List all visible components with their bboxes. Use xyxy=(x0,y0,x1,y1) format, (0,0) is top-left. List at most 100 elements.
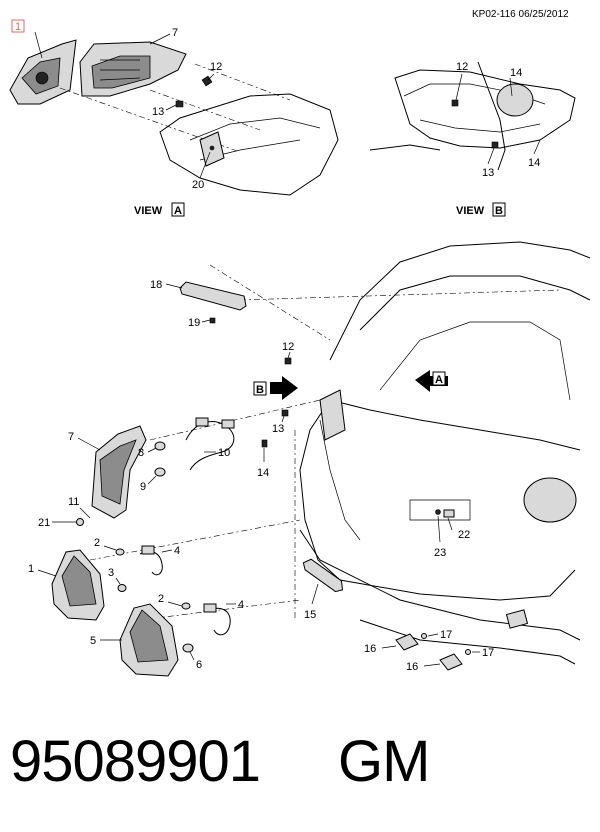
leader-20 xyxy=(199,151,211,179)
view-a-wiring xyxy=(99,59,141,81)
license-plate-recess xyxy=(409,499,471,521)
leader-1 xyxy=(34,31,43,59)
part-14-clip xyxy=(261,439,268,448)
view-b-nut-12 xyxy=(451,99,459,107)
part-4-harness-b xyxy=(205,608,231,636)
callout-13-top: 13 xyxy=(152,106,164,118)
part-4-connector-b xyxy=(203,603,217,613)
view-a-illustration xyxy=(9,31,339,196)
view-b-nut-13 xyxy=(491,141,499,149)
leader-23 xyxy=(437,515,441,543)
callout-14-b-top: 14 xyxy=(510,67,522,79)
callout-17-b: 17 xyxy=(482,647,494,659)
leader-7-top xyxy=(149,33,171,45)
part-17-screw-a xyxy=(421,633,427,639)
view-b-bulb-socket xyxy=(496,83,534,117)
part-2-bulb-a xyxy=(115,548,125,556)
part-2-bulb-b xyxy=(181,602,191,610)
part-10-connector-2 xyxy=(221,419,235,429)
part-8-bulb xyxy=(154,441,166,451)
dash-lower-2 xyxy=(139,599,301,621)
callout-7-top: 7 xyxy=(172,27,178,39)
view-b-lamp-body xyxy=(394,69,576,149)
callout-a-letter: A xyxy=(435,374,443,386)
callout-21: 21 xyxy=(38,517,50,529)
callout-9: 9 xyxy=(140,481,146,493)
part-16-lamp-a xyxy=(395,633,419,651)
callout-22: 22 xyxy=(458,529,470,541)
part-4-connector-a xyxy=(141,545,155,555)
leader-3 xyxy=(115,577,121,585)
vehicle-side-contour xyxy=(319,419,361,541)
leader-15 xyxy=(311,583,319,605)
part-23-screw xyxy=(435,509,441,515)
callout-b-letter: B xyxy=(256,384,264,396)
callout-b-box xyxy=(253,381,267,396)
view-a-body-panel xyxy=(159,93,339,196)
leader-22 xyxy=(447,517,453,531)
leader-7-mid xyxy=(77,437,101,451)
callout-7-mid: 7 xyxy=(68,431,74,443)
leader-11 xyxy=(79,507,91,519)
dash-18-line-2 xyxy=(209,264,331,341)
leader-8 xyxy=(147,447,157,453)
view-b-illustration xyxy=(369,61,576,171)
part-22-switch xyxy=(443,509,455,518)
leader-13-b xyxy=(487,147,495,165)
vehicle-roof-line xyxy=(329,241,591,361)
callout-1: 1 xyxy=(28,563,34,575)
callout-12-b: 12 xyxy=(456,61,468,73)
view-a-letter-box xyxy=(171,202,185,217)
callout-12-top: 12 xyxy=(210,61,222,73)
leader-19 xyxy=(201,319,211,323)
part-18-stop-lamp xyxy=(179,281,247,311)
callout-13-b: 13 xyxy=(482,167,494,179)
leader-16-a xyxy=(381,645,397,649)
vehicle-rear-valance xyxy=(359,619,576,665)
callout-14-b-bot: 14 xyxy=(528,157,540,169)
arrow-a-icon xyxy=(415,370,448,392)
leader-18 xyxy=(165,283,183,289)
leader-16-b xyxy=(423,663,441,667)
callout-5: 5 xyxy=(90,635,96,647)
callout-box-1 xyxy=(11,19,25,33)
leader-9 xyxy=(147,475,157,485)
leader-12-top xyxy=(207,73,215,81)
part-9-bulb xyxy=(154,467,166,477)
view-b-letter: B xyxy=(495,205,503,217)
leader-13-mid xyxy=(281,415,285,423)
callout-13-mid: 13 xyxy=(272,423,284,435)
callout-14-mid: 14 xyxy=(257,467,269,479)
vehicle-tailgate-top xyxy=(299,399,581,471)
callout-8: 8 xyxy=(138,447,144,459)
leader-14-b-top xyxy=(509,77,513,97)
leader-12-b xyxy=(455,73,463,101)
brand-name: GM xyxy=(338,729,430,794)
vehicle-rear: A xyxy=(299,241,591,665)
part-4-harness-a xyxy=(139,550,163,576)
part-16-lamp-b xyxy=(439,653,463,671)
callout-18: 18 xyxy=(150,279,162,291)
callout-2-b: 2 xyxy=(158,593,164,605)
part-10-connector-1 xyxy=(195,417,209,427)
vehicle-bumper-line xyxy=(299,469,576,601)
part-15-reflector xyxy=(302,558,344,593)
dash-lamp-line xyxy=(149,399,321,441)
leader-6 xyxy=(189,651,195,661)
view-b-letter-box xyxy=(492,202,506,217)
callout-1-box-text: 1 xyxy=(15,21,21,33)
arrow-b-icon xyxy=(270,376,298,400)
callout-19: 19 xyxy=(188,317,200,329)
view-b-label: VIEW xyxy=(456,205,485,217)
view-a-clip-20 xyxy=(209,145,215,151)
part-12-nut xyxy=(284,357,292,365)
part-1-lamp-lens xyxy=(61,555,97,607)
part-19-screw xyxy=(209,317,216,324)
part-21-grommet xyxy=(76,518,84,526)
callout-2-a: 2 xyxy=(94,537,100,549)
callout-17-a: 17 xyxy=(440,629,452,641)
part-6-bulb xyxy=(182,643,194,653)
part-number: 95089901 xyxy=(10,729,261,794)
